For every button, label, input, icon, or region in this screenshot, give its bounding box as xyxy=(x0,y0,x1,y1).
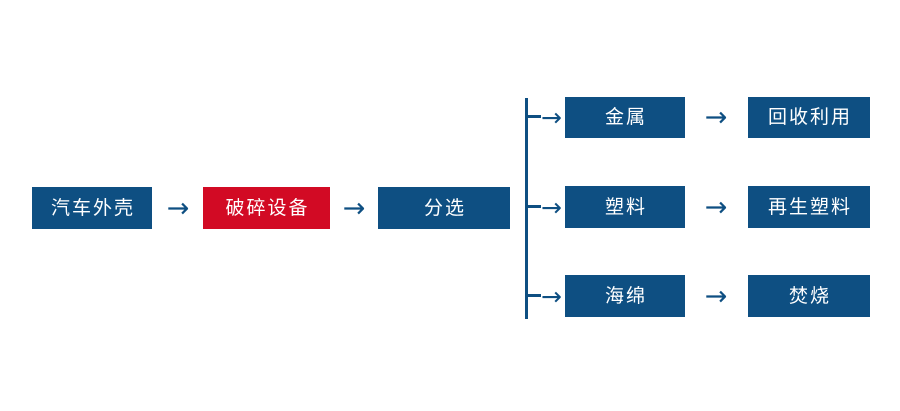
node-recycled-plastic[interactable]: 再生塑料 xyxy=(748,186,870,228)
arrow-right-icon-crusher-to-sorting: → xyxy=(342,192,366,224)
node-sorting[interactable]: 分选 xyxy=(378,187,510,229)
arrow-right-icon-plastic-to-recycled-plastic: → xyxy=(704,191,728,223)
branch-trunk-connector xyxy=(525,98,528,319)
node-recycle-reuse[interactable]: 回收利用 xyxy=(748,97,870,138)
node-crushing-equipment[interactable]: 破碎设备 xyxy=(203,187,330,229)
arrow-right-icon-sponge-to-incineration: → xyxy=(704,280,728,312)
node-metal[interactable]: 金属 xyxy=(565,97,685,138)
node-car-shell[interactable]: 汽车外壳 xyxy=(32,187,152,229)
branch-stub-sponge xyxy=(527,294,541,297)
branch-stub-plastic xyxy=(527,205,541,208)
arrow-right-icon-branch-metal: → xyxy=(541,102,562,132)
arrow-right-icon-branch-plastic: → xyxy=(541,192,562,222)
arrow-right-icon-metal-to-recycle: → xyxy=(704,102,728,133)
node-plastic[interactable]: 塑料 xyxy=(565,186,685,228)
branch-stub-metal xyxy=(527,115,541,118)
arrow-right-icon-branch-sponge: → xyxy=(541,281,562,311)
node-incineration[interactable]: 焚烧 xyxy=(748,275,870,317)
arrow-right-icon-shell-to-crusher: → xyxy=(166,192,190,224)
node-sponge[interactable]: 海绵 xyxy=(565,275,685,317)
